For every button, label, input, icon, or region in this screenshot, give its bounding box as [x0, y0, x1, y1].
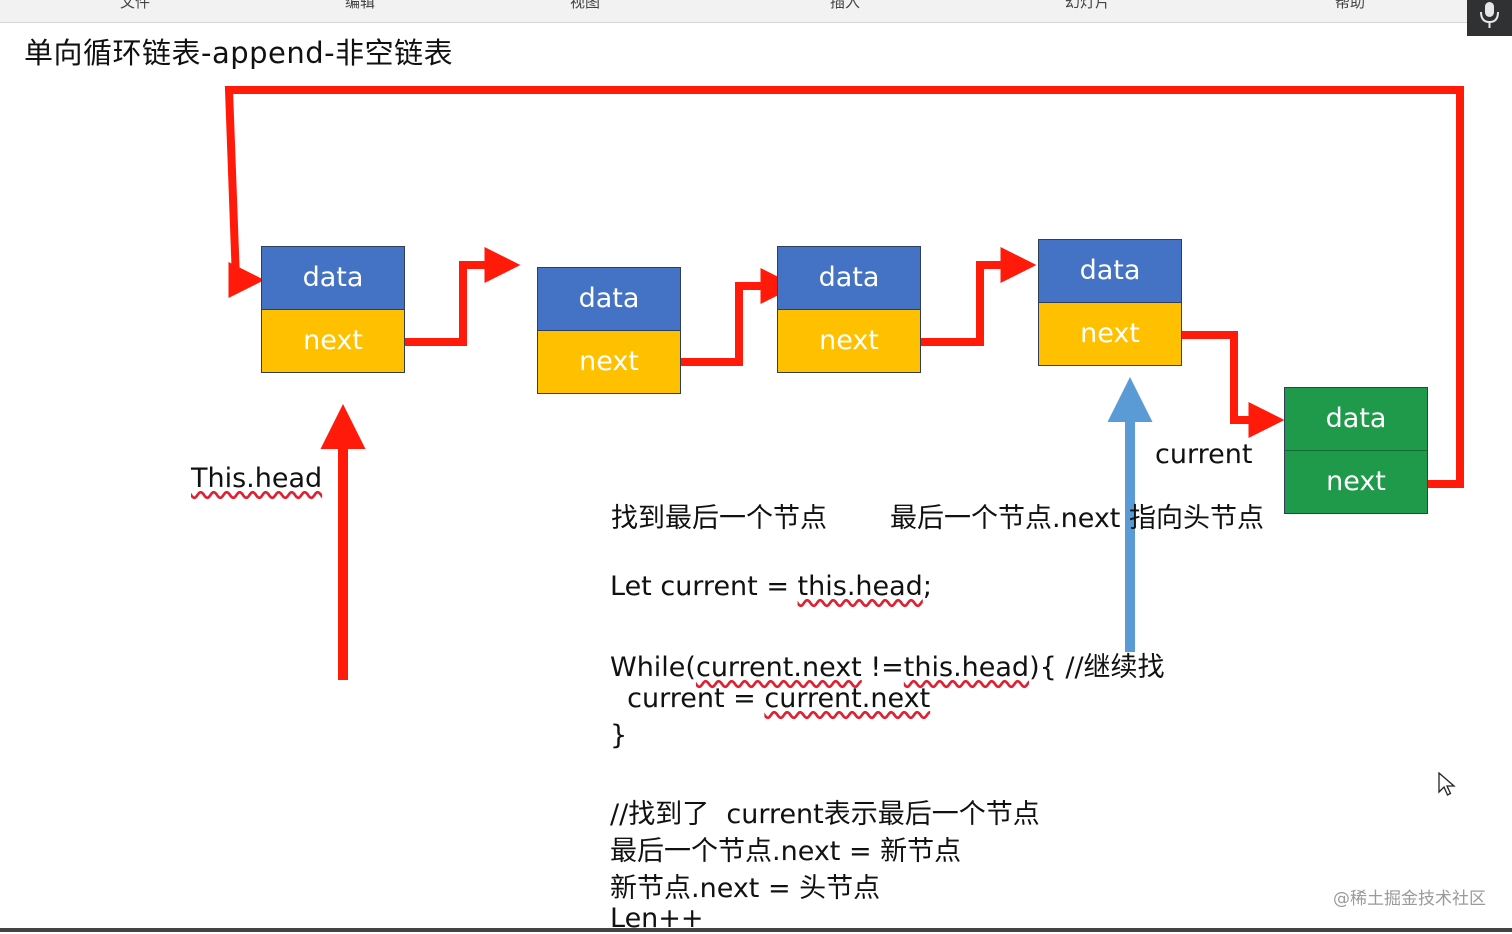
heading-find-last: 找到最后一个节点 [611, 503, 827, 534]
code-token: this.head [797, 571, 923, 602]
menu-item-edit[interactable]: 编辑 [345, 0, 376, 11]
node-data-field: data [1285, 388, 1427, 451]
list-node-4: data next [1038, 239, 1182, 366]
list-node-3: data next [777, 246, 921, 373]
heading-point-head: 最后一个节点.next 指向头节点 [890, 503, 1264, 534]
loop-back-arrow [224, 86, 1464, 488]
code-token: this.head [903, 652, 1030, 683]
node-next-field: next [262, 309, 404, 372]
code-token: current.next [695, 652, 862, 683]
code-text: Let current = [610, 571, 798, 602]
bottom-border [0, 928, 1512, 932]
app-toolbar: 文件 编辑 视图 插入 幻灯片 帮助 [0, 0, 1512, 23]
node-data-field: data [262, 247, 404, 310]
new-node: data next [1284, 387, 1428, 514]
code-line-1: Let current = this.head; [610, 571, 932, 602]
code-text: != [861, 652, 904, 683]
mouse-cursor-icon [1438, 771, 1456, 802]
menu-item-slide[interactable]: 幻灯片 [1065, 0, 1111, 11]
head-label: This.head [191, 463, 323, 494]
code-text: current = [610, 683, 765, 714]
code-line-3: current = current.next [610, 683, 930, 714]
code-line-4: } [610, 720, 628, 751]
code-token: current.next [764, 683, 931, 714]
node-data-field: data [538, 268, 680, 331]
list-node-1: data next [261, 246, 405, 373]
menu-item-insert[interactable]: 插入 [830, 0, 861, 11]
node-next-field: next [1285, 450, 1427, 513]
slide-title: 单向循环链表-append-非空链表 [24, 36, 454, 70]
node-data-field: data [1039, 240, 1181, 303]
code-text: ){ //继续找 [1029, 652, 1165, 683]
current-label: current [1155, 439, 1253, 470]
code-text: ; [922, 571, 932, 602]
code-line-6: 最后一个节点.next = 新节点 [610, 836, 962, 867]
link-arrow-3 [921, 247, 1037, 346]
menu-item-view[interactable]: 视图 [570, 0, 601, 11]
link-arrow-2 [681, 268, 797, 366]
link-arrow-4 [1182, 331, 1285, 438]
code-line-7: 新节点.next = 头节点 [610, 873, 881, 904]
node-next-field: next [778, 309, 920, 372]
menu-item-help[interactable]: 帮助 [1335, 0, 1366, 11]
code-line-5: //找到了 current表示最后一个节点 [610, 799, 1040, 830]
code-line-2: While(current.next !=this.head){ //继续找 [610, 645, 1165, 684]
node-next-field: next [1039, 302, 1181, 365]
list-node-2: data next [537, 267, 681, 394]
watermark: @稀土掘金技术社区 [1333, 889, 1486, 909]
link-arrow-1 [405, 247, 521, 346]
code-text: While( [610, 652, 696, 683]
node-data-field: data [778, 247, 920, 310]
menu-item-file[interactable]: 文件 [120, 0, 151, 11]
node-next-field: next [538, 330, 680, 393]
microphone-icon[interactable] [1467, 0, 1512, 36]
